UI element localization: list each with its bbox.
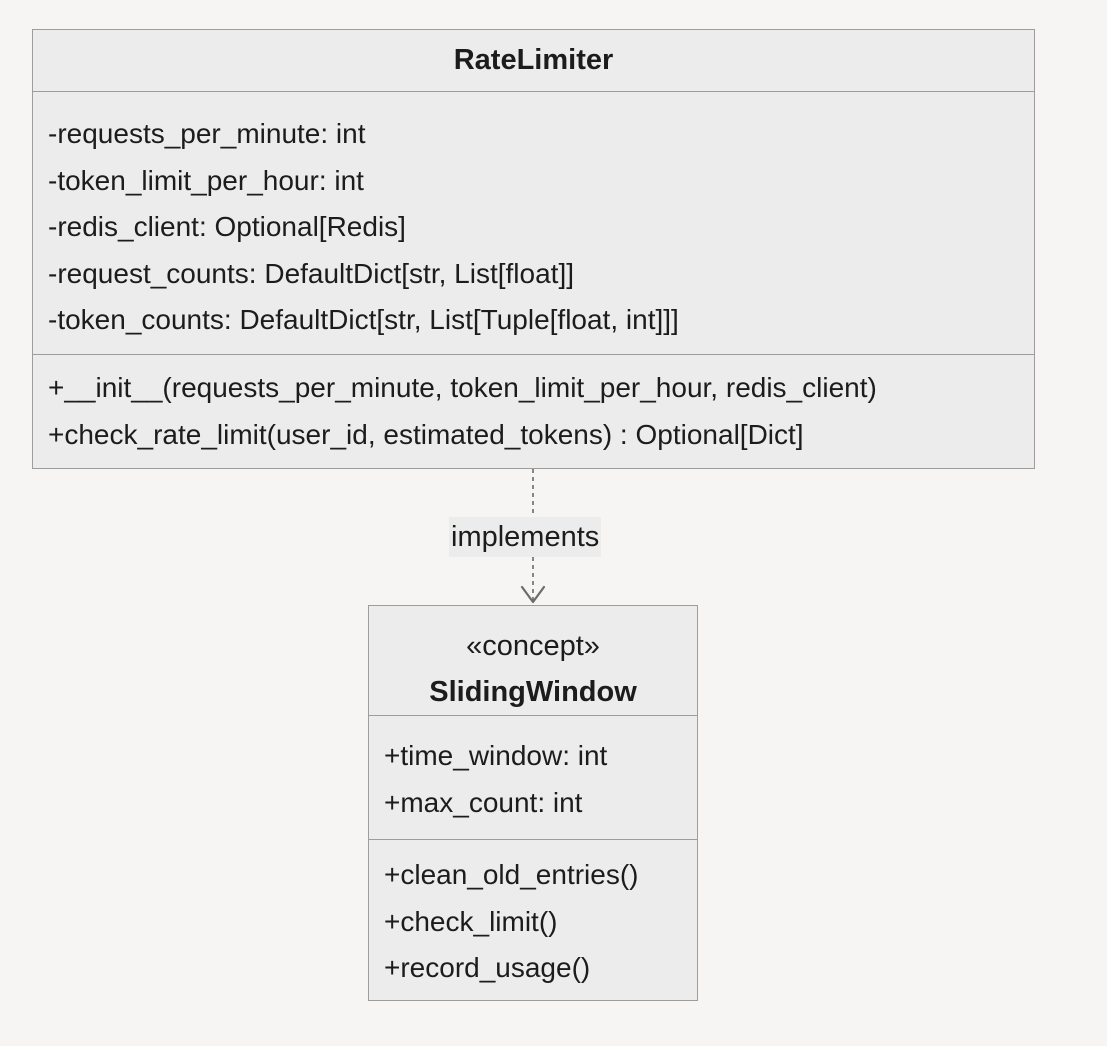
class-stereotype: «concept» bbox=[466, 630, 600, 662]
method: +check_rate_limit(user_id, estimated_tok… bbox=[48, 418, 804, 450]
class-rate-limiter[interactable]: RateLimiter -requests_per_minute: int -t… bbox=[32, 29, 1035, 469]
attributes-section: +time_window: int +max_count: int bbox=[369, 716, 697, 840]
attribute: -token_counts: DefaultDict[str, List[Tup… bbox=[48, 304, 679, 335]
attribute: -requests_per_minute: int bbox=[48, 118, 366, 149]
attribute: -redis_client: Optional[Redis] bbox=[48, 211, 406, 242]
method: +check_limit() bbox=[384, 905, 558, 937]
methods-section: +__init__(requests_per_minute, token_lim… bbox=[33, 355, 1034, 458]
relation-arrowhead-icon bbox=[520, 585, 546, 604]
method: +clean_old_entries() bbox=[384, 859, 639, 890]
attribute: +time_window: int bbox=[384, 740, 608, 771]
class-header: RateLimiter bbox=[33, 30, 1034, 92]
attribute: -request_counts: DefaultDict[str, List[f… bbox=[48, 257, 575, 289]
class-sliding-window[interactable]: «concept» SlidingWindow +time_window: in… bbox=[368, 605, 698, 1001]
class-name: RateLimiter bbox=[453, 44, 614, 76]
attributes-section: -requests_per_minute: int -token_limit_p… bbox=[33, 92, 1034, 355]
class-header: «concept» SlidingWindow bbox=[369, 606, 697, 716]
attribute: -token_limit_per_hour: int bbox=[48, 164, 364, 196]
method: +__init__(requests_per_minute, token_lim… bbox=[48, 372, 877, 403]
class-name: SlidingWindow bbox=[429, 676, 637, 708]
methods-section: +clean_old_entries() +check_limit() +rec… bbox=[369, 840, 697, 992]
relation-label: implements bbox=[449, 517, 602, 557]
method: +record_usage() bbox=[384, 952, 591, 983]
attribute: +max_count: int bbox=[384, 786, 583, 818]
